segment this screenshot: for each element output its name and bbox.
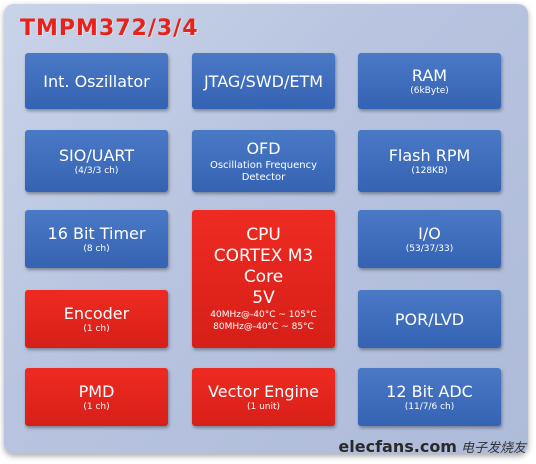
- block-sublabel: (1 ch): [83, 401, 110, 412]
- block-sublabel: (4/3/3 ch): [74, 165, 119, 176]
- block-sublabel: (128KB): [411, 165, 448, 176]
- cpu-label: CPU: [246, 225, 281, 245]
- watermark-site: elecfans.com: [338, 437, 457, 456]
- chip-title: TMPM372/3/4: [20, 16, 199, 41]
- block-sublabel: (1 ch): [83, 323, 110, 334]
- cpu-core-label: Core: [243, 267, 284, 287]
- block-label: PMD: [78, 381, 115, 401]
- block-label: Flash RPM: [388, 145, 471, 165]
- block-label: Encoder: [63, 303, 130, 323]
- block-sublabel: Oscillation Frequency Detector: [209, 159, 318, 183]
- pmd-block: PMD (1 ch): [25, 368, 168, 426]
- cpu-freq-1: 40MHz@-40°C ~ 105°C: [210, 310, 317, 320]
- block-label: I/O: [418, 223, 441, 243]
- block-sublabel: (6kByte): [410, 85, 449, 96]
- ofd-block: OFD Oscillation Frequency Detector: [192, 130, 335, 192]
- cpu-core-name: CORTEX M3: [213, 246, 314, 266]
- timer-block: 16 Bit Timer (8 ch): [25, 210, 168, 268]
- jtag-block: JTAG/SWD/ETM: [192, 53, 335, 109]
- io-block: I/O (53/37/33): [358, 210, 501, 268]
- block-sublabel: (1 unit): [246, 401, 281, 412]
- sio-uart-block: SIO/UART (4/3/3 ch): [25, 130, 168, 192]
- watermark-cn: 电子发烧友: [460, 441, 526, 456]
- cpu-block: CPU CORTEX M3 Core 5V 40MHz@-40°C ~ 105°…: [192, 210, 335, 348]
- encoder-block: Encoder (1 ch): [25, 290, 168, 348]
- flash-block: Flash RPM (128KB): [358, 130, 501, 192]
- block-label: Int. Oszillator: [43, 71, 150, 91]
- block-label: POR/LVD: [394, 309, 465, 329]
- block-label: SIO/UART: [58, 145, 135, 165]
- block-label: 12 Bit ADC: [386, 381, 473, 401]
- cpu-voltage: 5V: [252, 288, 275, 308]
- block-sublabel: (8 ch): [83, 243, 110, 254]
- block-label: Vector Engine: [208, 381, 319, 401]
- vector-engine-block: Vector Engine (1 unit): [192, 368, 335, 426]
- block-label: JTAG/SWD/ETM: [203, 71, 324, 91]
- block-sublabel: (11/7/6 ch): [404, 401, 455, 412]
- adc-block: 12 Bit ADC (11/7/6 ch): [358, 368, 501, 426]
- block-label: OFD: [246, 138, 281, 158]
- por-lvd-block: POR/LVD: [358, 290, 501, 348]
- ram-block: RAM (6kByte): [358, 53, 501, 109]
- int-oscillator-block: Int. Oszillator: [25, 53, 168, 109]
- block-sublabel: (53/37/33): [405, 243, 454, 254]
- block-label: RAM: [411, 65, 448, 85]
- cpu-freq-2: 80MHz@-40°C ~ 85°C: [213, 322, 314, 332]
- block-label: 16 Bit Timer: [47, 223, 146, 243]
